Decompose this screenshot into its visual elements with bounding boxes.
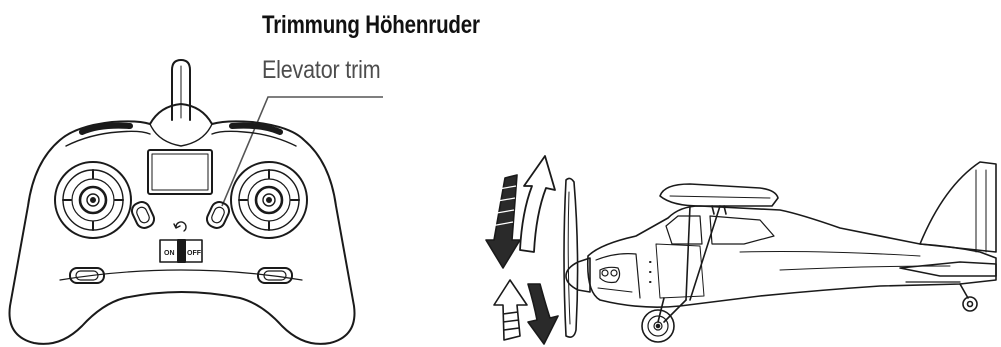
- vertical-tail: [919, 161, 997, 253]
- transmitter-body: [8, 103, 356, 345]
- power-switch: [159, 239, 203, 263]
- switch-off-label: OFF: [187, 250, 202, 257]
- fuselage: [586, 205, 997, 308]
- arrow-down-dark-lower: [527, 283, 559, 345]
- antenna: [171, 59, 191, 121]
- arrow-down-dark-upper: [485, 174, 521, 269]
- leader-line: [221, 96, 383, 207]
- airplane: [563, 161, 997, 343]
- rotate-icon: [173, 221, 187, 232]
- elevator-trim-label-english: Elevator trim: [262, 56, 381, 84]
- horizontal-stabilizer: [899, 261, 997, 277]
- tail-wheel: [959, 283, 978, 312]
- right-stick: [230, 161, 308, 239]
- propeller: [563, 177, 579, 338]
- left-trim-button: [130, 201, 156, 229]
- main-landing-gear: [641, 297, 687, 343]
- elevator-trim-label-german: Trimmung Höhenruder: [262, 11, 480, 39]
- arrow-up-light-lower: [493, 279, 528, 341]
- right-bottom-trim: [257, 267, 293, 284]
- spinner: [565, 257, 591, 293]
- transmitter: [8, 59, 356, 345]
- elevator-trim-button: [205, 201, 231, 229]
- left-bottom-trim: [69, 267, 105, 284]
- left-stick: [54, 161, 132, 239]
- switch-on-label: ON: [164, 250, 175, 257]
- wing: [659, 183, 779, 207]
- screen: [147, 149, 213, 195]
- rivets: [649, 261, 652, 283]
- arrow-up-light-upper: [519, 155, 556, 253]
